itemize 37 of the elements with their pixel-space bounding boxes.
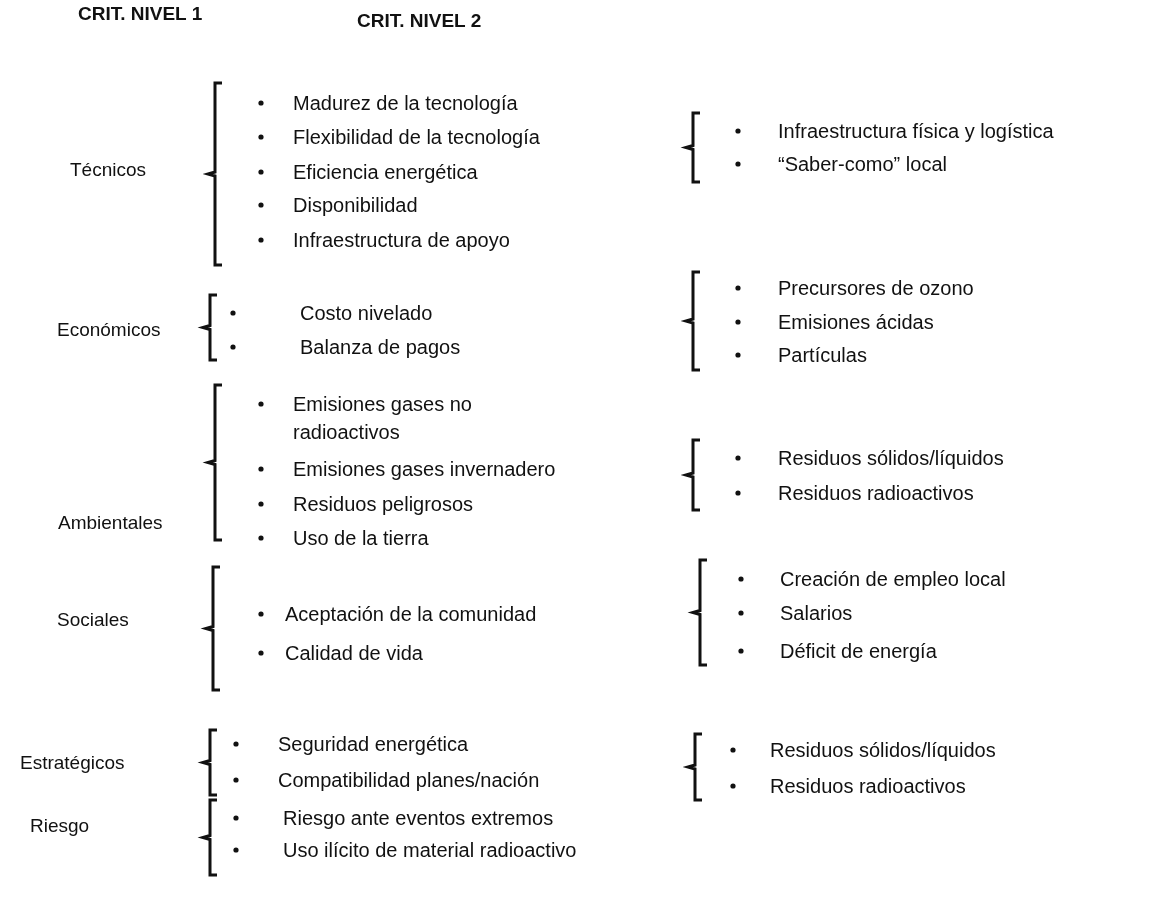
category-label: Sociales bbox=[57, 608, 129, 632]
list-item-text: Seguridad energética bbox=[278, 732, 469, 757]
list-item-text: Creación de empleo local bbox=[780, 567, 1006, 592]
list-item-text: Residuos radioactivos bbox=[770, 774, 966, 799]
list-item-text: Partículas bbox=[778, 343, 867, 368]
list-item-text: Flexibilidad de la tecnología bbox=[293, 125, 540, 150]
list-item-text: Balanza de pagos bbox=[300, 335, 461, 360]
column-header: CRIT. NIVEL 2 bbox=[357, 9, 482, 33]
list-item-text: Emisiones gases no radioactivos bbox=[293, 392, 473, 445]
list-item-text: Residuos peligrosos bbox=[293, 492, 474, 517]
list-item-text: “Saber-como” local bbox=[778, 152, 947, 177]
list-item-text: Costo nivelado bbox=[300, 301, 433, 326]
list-item-text: Disponibilidad bbox=[293, 193, 418, 218]
category-label: Técnicos bbox=[70, 158, 147, 182]
list-item-text: Infraestructura de apoyo bbox=[293, 228, 510, 253]
list-item-text: Residuos radioactivos bbox=[778, 481, 974, 506]
category-label: Ambientales bbox=[58, 511, 163, 535]
list-item-text: Riesgo ante eventos extremos bbox=[283, 806, 554, 831]
list-item-text: Emisiones ácidas bbox=[778, 310, 934, 335]
list-item-text: Uso ilícito de material radioactivo bbox=[283, 838, 577, 863]
list-item-text: Déficit de energía bbox=[780, 639, 937, 664]
list-item-text: Emisiones gases invernadero bbox=[293, 457, 556, 482]
list-item-text: Aceptación de la comunidad bbox=[285, 602, 537, 627]
list-item-text: Residuos sólidos/líquidos bbox=[778, 446, 1004, 471]
category-label: Económicos bbox=[57, 318, 161, 342]
list-item-text: Calidad de vida bbox=[285, 641, 423, 666]
column-header: CRIT. NIVEL 1 bbox=[78, 2, 203, 26]
category-label: Estratégicos bbox=[20, 751, 125, 775]
list-item-text: Eficiencia energética bbox=[293, 160, 478, 185]
list-item-text: Precursores de ozono bbox=[778, 276, 974, 301]
list-item-text: Compatibilidad planes/nación bbox=[278, 768, 540, 793]
list-item-text: Salarios bbox=[780, 601, 853, 626]
list-item-text: Uso de la tierra bbox=[293, 526, 429, 551]
list-item-text: Infraestructura física y logística bbox=[778, 119, 1054, 144]
list-item-text: Residuos sólidos/líquidos bbox=[770, 738, 996, 763]
category-label: Riesgo bbox=[30, 814, 90, 838]
list-item-text: Madurez de la tecnología bbox=[293, 91, 518, 116]
